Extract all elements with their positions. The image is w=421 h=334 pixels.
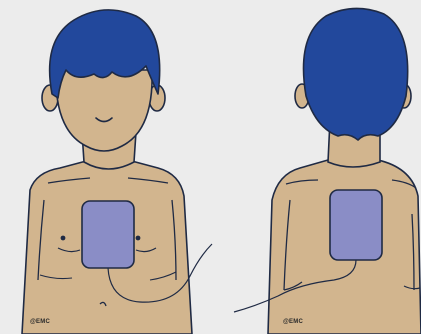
front-nipple-left <box>61 236 66 241</box>
front-electrode-pad <box>82 201 134 268</box>
front-nipple-right <box>136 236 141 241</box>
back-view-figure <box>234 8 421 334</box>
front-view-figure <box>22 10 212 334</box>
back-credit-label: @EMC <box>283 319 303 325</box>
back-electrode-pad <box>330 190 382 260</box>
front-face <box>56 70 152 151</box>
front-credit-label: @EMC <box>30 319 50 325</box>
back-hair <box>304 8 408 140</box>
